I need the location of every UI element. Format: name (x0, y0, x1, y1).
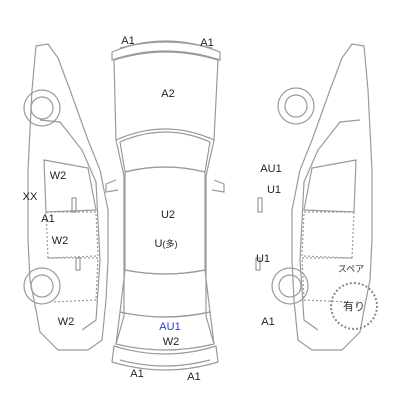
right-front-door-label-1: AU1 (260, 163, 282, 175)
left-side-label: XX (22, 191, 38, 203)
left-rear-quarter-label: W2 (57, 316, 75, 328)
left-sill-label: A1 (41, 213, 55, 225)
roof-label: U2 (160, 209, 176, 221)
left-front-door-label: W2 (49, 170, 67, 182)
spare-tire-circle: 有り (330, 282, 378, 330)
spare-title: スペア (337, 264, 365, 274)
right-front-door-label-2: U1 (266, 184, 282, 196)
top-view-outline (105, 40, 225, 371)
right-rear-quarter-label: A1 (261, 316, 275, 328)
hood-label: A2 (161, 88, 175, 100)
rear-bumper-left-label: A1 (130, 368, 144, 380)
roof-sub-note: (多) (162, 239, 178, 249)
right-side-view-outline (255, 43, 373, 351)
roof-sub-code: U (154, 238, 163, 250)
rear-bumper-right-label: A1 (187, 371, 201, 383)
trunk-label: W2 (162, 336, 180, 348)
front-bumper-left-label: A1 (121, 35, 135, 47)
trunk-blue-label: AU1 (159, 321, 181, 333)
roof-sub-label: U(多) (155, 238, 178, 250)
left-rear-door-label: W2 (51, 235, 69, 247)
front-bumper-right-label: A1 (200, 37, 214, 49)
left-side-view-outline (23, 43, 109, 351)
right-rear-door-label: U1 (255, 253, 271, 265)
spare-value: 有り (343, 301, 365, 313)
